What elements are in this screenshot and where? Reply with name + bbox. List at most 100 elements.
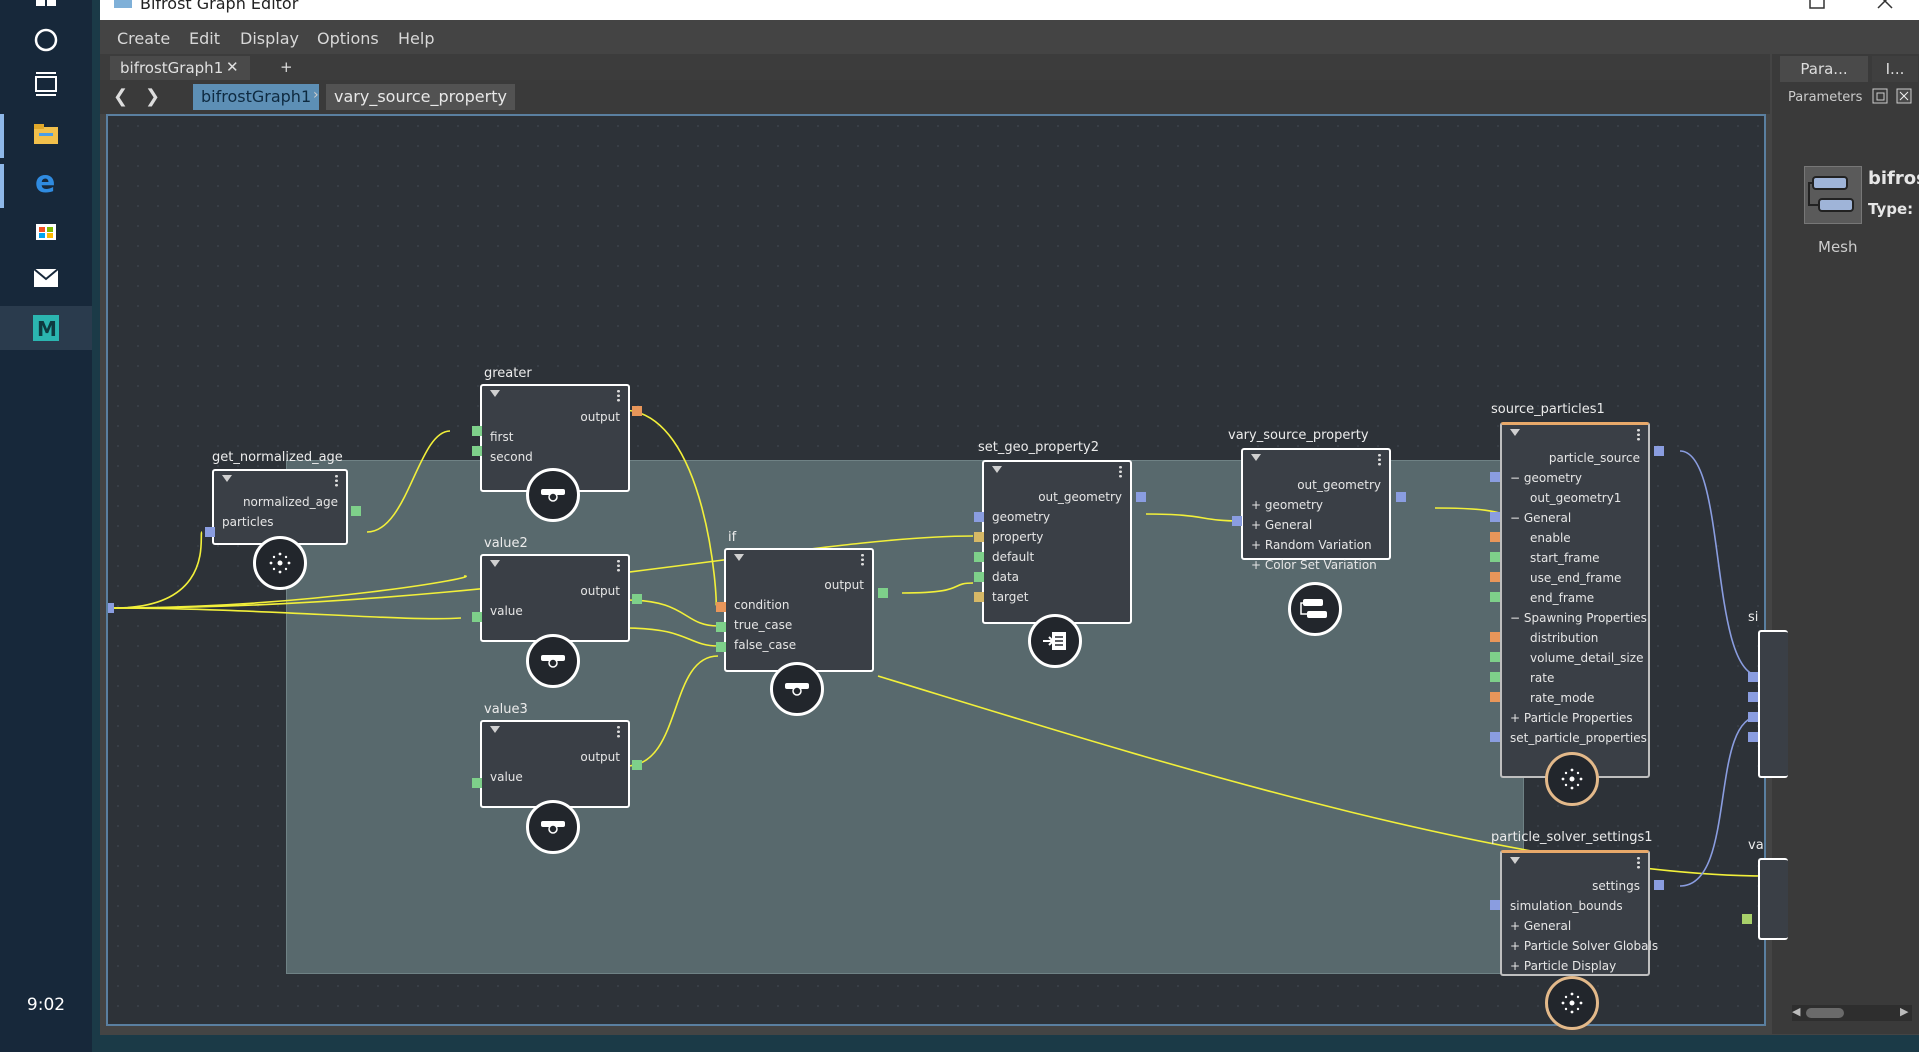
node-title-value3[interactable]: value3 (484, 702, 528, 717)
node-title-set-geo-property2[interactable]: set_geo_property2 (978, 440, 1099, 455)
socket-data[interactable] (974, 572, 984, 582)
node-vary-source-property[interactable]: out_geometry + geometry + General + Rand… (1241, 448, 1391, 572)
node-menu-icon[interactable] (335, 474, 338, 487)
tab-info[interactable]: I... (1872, 56, 1918, 82)
menu-display[interactable]: Display (240, 29, 299, 48)
socket-settings[interactable] (1654, 880, 1664, 890)
collapse-icon[interactable] (490, 560, 500, 567)
row-geometry[interactable]: − geometry (1510, 471, 1583, 485)
close-tab-icon[interactable]: ✕ (226, 58, 239, 76)
node-menu-icon[interactable] (617, 389, 620, 402)
row-particle-solver-globals[interactable]: + Particle Solver Globals (1510, 939, 1659, 953)
scroll-right-icon[interactable]: ▶ (1900, 1005, 1909, 1018)
socket-enable[interactable] (1490, 532, 1500, 542)
node-value2[interactable]: output value (480, 554, 630, 642)
socket-normalized-age[interactable] (351, 506, 361, 516)
socket-condition[interactable] (716, 602, 726, 612)
socket-clipped[interactable] (1742, 914, 1752, 924)
node-set-geo-property2[interactable]: out_geometry geometry property default d… (982, 460, 1132, 624)
node-title-vary-source-property[interactable]: vary_source_property (1228, 428, 1369, 443)
socket-particles[interactable] (205, 527, 215, 537)
socket-distribution[interactable] (1490, 632, 1500, 642)
tab-bifrostgraph1[interactable]: bifrostGraph1 ✕ (110, 56, 250, 80)
file-explorer-icon[interactable] (22, 116, 70, 152)
menu-edit[interactable]: Edit (189, 29, 220, 48)
socket-geometry[interactable] (1232, 516, 1242, 526)
node-if[interactable]: output condition true_case false_case (724, 548, 874, 672)
socket-end-frame[interactable] (1490, 592, 1500, 602)
node-title-clipped-si[interactable]: si (1748, 610, 1759, 625)
start-icon[interactable] (22, 0, 70, 10)
forward-icon[interactable]: ❯ (145, 86, 161, 107)
edge-browser-icon[interactable]: e (22, 164, 70, 200)
menu-create[interactable]: Create (117, 29, 171, 48)
collapse-icon[interactable] (734, 554, 744, 561)
socket-geometry[interactable] (1490, 472, 1500, 482)
collapse-icon[interactable] (222, 475, 232, 482)
taskbar-clock[interactable]: 9:02 (26, 995, 66, 1015)
socket-clipped[interactable] (1748, 732, 1758, 742)
node-clipped-si[interactable] (1758, 630, 1788, 778)
node-value3[interactable]: output value (480, 720, 630, 808)
socket-set-geo-out[interactable] (1136, 492, 1146, 502)
row-spawning-properties[interactable]: − Spawning Properties (1510, 611, 1647, 625)
node-title-clipped-va[interactable]: va (1748, 838, 1764, 853)
socket-false-case[interactable] (716, 642, 726, 652)
socket-default[interactable] (974, 552, 984, 562)
row-particle-display[interactable]: + Particle Display (1510, 959, 1617, 973)
back-icon[interactable]: ❮ (113, 86, 129, 107)
node-title-get-normalized-age[interactable]: get_normalized_age (212, 450, 343, 465)
tab-parameters[interactable]: Para... (1780, 56, 1868, 82)
node-menu-icon[interactable] (1637, 856, 1640, 869)
socket-volume-detail-size[interactable] (1490, 652, 1500, 662)
socket-rate[interactable] (1490, 672, 1500, 682)
node-menu-icon[interactable] (1378, 453, 1381, 466)
node-title-source-particles1[interactable]: source_particles1 (1491, 402, 1605, 417)
node-menu-icon[interactable] (1119, 465, 1122, 478)
socket-out-geometry1[interactable] (1490, 512, 1500, 522)
task-view-icon[interactable] (22, 66, 70, 102)
close-window-icon[interactable] (1876, 0, 1896, 10)
node-menu-icon[interactable] (861, 553, 864, 566)
socket-if-output[interactable] (878, 588, 888, 598)
node-title-value2[interactable]: value2 (484, 536, 528, 551)
row-general[interactable]: − General (1510, 511, 1572, 525)
socket-value2-output[interactable] (632, 594, 642, 604)
maya-app-icon[interactable]: M (22, 310, 70, 346)
node-particle-solver-settings1[interactable]: settings simulation_bounds + General + P… (1500, 850, 1658, 976)
search-circle-icon[interactable] (22, 22, 70, 58)
menu-options[interactable]: Options (317, 29, 379, 48)
breadcrumb-root[interactable]: bifrostGraph1 (193, 84, 320, 110)
maximize-icon[interactable] (1808, 0, 1826, 10)
socket-target[interactable] (974, 592, 984, 602)
socket-value3-output[interactable] (632, 760, 642, 770)
mail-icon[interactable] (22, 260, 70, 296)
row-general[interactable]: + General (1510, 919, 1572, 933)
socket-clipped[interactable] (1748, 712, 1758, 722)
socket-first[interactable] (472, 426, 482, 436)
socket-use-end-frame[interactable] (1490, 572, 1500, 582)
float-panel-icon[interactable] (1872, 88, 1888, 104)
socket-value[interactable] (472, 778, 482, 788)
socket-clipped[interactable] (1748, 672, 1758, 682)
socket-value[interactable] (472, 612, 482, 622)
store-icon[interactable] (22, 212, 70, 248)
socket-vary-out[interactable] (1396, 492, 1406, 502)
socket-true-case[interactable] (716, 622, 726, 632)
graph-input-port[interactable] (108, 603, 114, 613)
node-menu-icon[interactable] (1637, 428, 1640, 441)
socket-start-frame[interactable] (1490, 552, 1500, 562)
collapse-icon[interactable] (992, 466, 1002, 473)
node-title-if[interactable]: if (728, 530, 737, 545)
collapse-icon[interactable] (1510, 429, 1520, 436)
socket-rate-mode[interactable] (1490, 692, 1500, 702)
node-title-greater[interactable]: greater (484, 366, 532, 381)
node-clipped-va[interactable] (1758, 858, 1788, 940)
add-tab-icon[interactable]: + (280, 58, 293, 76)
socket-set-particle-properties[interactable] (1490, 732, 1500, 742)
node-source-particles1[interactable]: particle_source − geometry out_geometry1… (1500, 422, 1650, 778)
menu-help[interactable]: Help (398, 29, 435, 48)
socket-clipped[interactable] (1748, 692, 1758, 702)
collapse-icon[interactable] (490, 390, 500, 397)
socket-second[interactable] (472, 446, 482, 456)
